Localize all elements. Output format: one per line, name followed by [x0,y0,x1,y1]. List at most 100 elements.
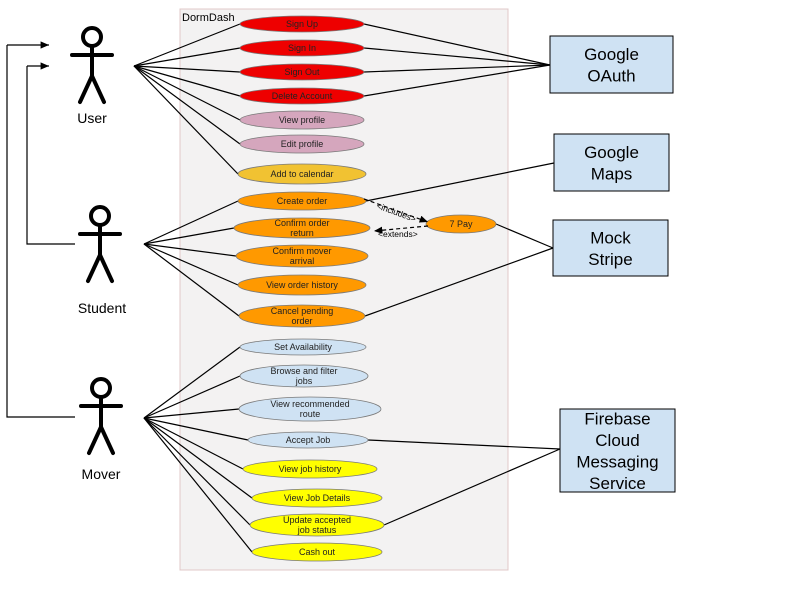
student-to-confirm-mover-arrival-line [143,243,237,257]
use-case-label: Sign Out [284,67,320,77]
use-case-add-to-calendar[interactable]: Add to calendar [237,163,367,185]
sign-up-to-google-oauth-line [363,23,551,66]
use-case-pay[interactable]: 7 Pay [425,214,497,234]
service-label: Google [584,45,639,64]
use-case-label: Delete Account [272,91,333,101]
delete-account-to-google-oauth-line [363,64,551,97]
use-case-create-order[interactable]: Create order [237,191,367,211]
association-lines [133,23,561,553]
use-case-set-availability[interactable]: Set Availability [239,338,367,356]
use-case-label: job status [297,525,337,535]
use-case-ellipse [237,274,367,296]
student-generalization-line [26,66,75,245]
use-case-ellipse [251,542,383,562]
user-to-delete-account-line [133,65,241,97]
use-case-delete-account[interactable]: Delete Account [239,87,365,105]
user-to-add-to-calendar-line [133,65,239,175]
use-case-ellipse [239,15,365,33]
use-case-sign-out[interactable]: Sign Out [239,63,365,81]
sign-in-to-google-oauth-line [363,47,551,66]
use-case-view-profile[interactable]: View profile [239,110,365,130]
mover-to-accept-job-line [143,417,249,441]
actor-head-icon [89,205,111,227]
use-case-label: return [290,228,314,238]
use-case-label: Edit profile [281,139,324,149]
service-label: Service [589,474,646,493]
use-case-ellipse [239,87,365,105]
actor-head-icon [90,377,112,399]
use-case-label: Accept Job [286,435,331,445]
student-to-confirm-order-return-line [143,227,235,245]
use-case-cash-out[interactable]: Cash out [251,542,383,562]
use-case-edit-profile[interactable]: Edit profile [239,134,365,154]
use-case-ellipse [238,396,382,422]
service-label: Messaging [576,452,658,471]
service-box [552,219,669,277]
use-case-view-job-history[interactable]: View job history [242,459,378,479]
use-case-ellipse [425,214,497,234]
actor-mover: Mover [79,377,123,482]
use-case-view-order-history[interactable]: View order history [237,274,367,296]
accept-job-to-firebase-cloud-messaging-line [367,439,561,450]
actor-left-leg [86,253,102,283]
use-case-label: Confirm mover [272,246,331,256]
actor-right-leg [99,425,115,455]
use-case-ellipse [247,431,369,449]
actor-head-icon [81,26,103,48]
service-label: Cloud [595,431,639,450]
mover-generalization-line [6,45,75,418]
use-case-ellipse [237,191,367,211]
service-label: Stripe [588,250,632,269]
mover-to-set-availability-line [143,346,241,419]
use-case-sign-up[interactable]: Sign Up [239,15,365,33]
system-title: DormDash [182,12,235,24]
use-case-ellipse [242,459,378,479]
use-case-label: Add to calendar [270,169,333,179]
actor-right-leg [90,74,106,104]
extends-label: <extends> [378,229,418,239]
use-case-label: route [300,409,321,419]
mover-to-update-accepted-job-status-line [143,417,251,526]
sign-out-to-google-oauth-line [363,64,551,73]
use-case-label: Sign In [288,43,316,53]
service-label: Maps [591,164,633,183]
use-case-label: arrival [290,256,315,266]
actor-left-leg [87,425,103,455]
use-case-label: View recommended [270,399,349,409]
external-services: GoogleOAuthGoogleMapsMockStripeFirebaseC… [549,35,676,493]
create-order-to-google-maps-line [365,162,555,202]
use-case-sign-in[interactable]: Sign In [239,39,365,57]
use-case-label: View order history [266,280,338,290]
use-case-ellipse [239,338,367,356]
service-label: Firebase [584,409,650,428]
use-case-view-job-details[interactable]: View Job Details [251,488,383,508]
use-case-label: Confirm order [274,218,329,228]
student-to-view-order-history-line [143,243,239,286]
mover-to-view-recommended-route-line [143,408,240,419]
student-to-create-order-line [143,200,239,245]
use-case-label: View job history [279,464,342,474]
use-case-ellipse [249,513,385,537]
use-case-label: Cash out [299,547,336,557]
service-box [553,133,670,192]
actor-label: Student [78,300,126,316]
actor-student: Student [78,205,126,316]
use-case-label: Sign Up [286,19,318,29]
student-to-cancel-pending-order-line [143,243,240,317]
user-to-view-profile-line [133,65,241,121]
use-case-accept-job[interactable]: Accept Job [247,431,369,449]
user-to-edit-profile-line [133,65,241,145]
cancel-pending-order-to-mock-stripe-line [364,247,554,317]
use-case-ellipse [239,63,365,81]
